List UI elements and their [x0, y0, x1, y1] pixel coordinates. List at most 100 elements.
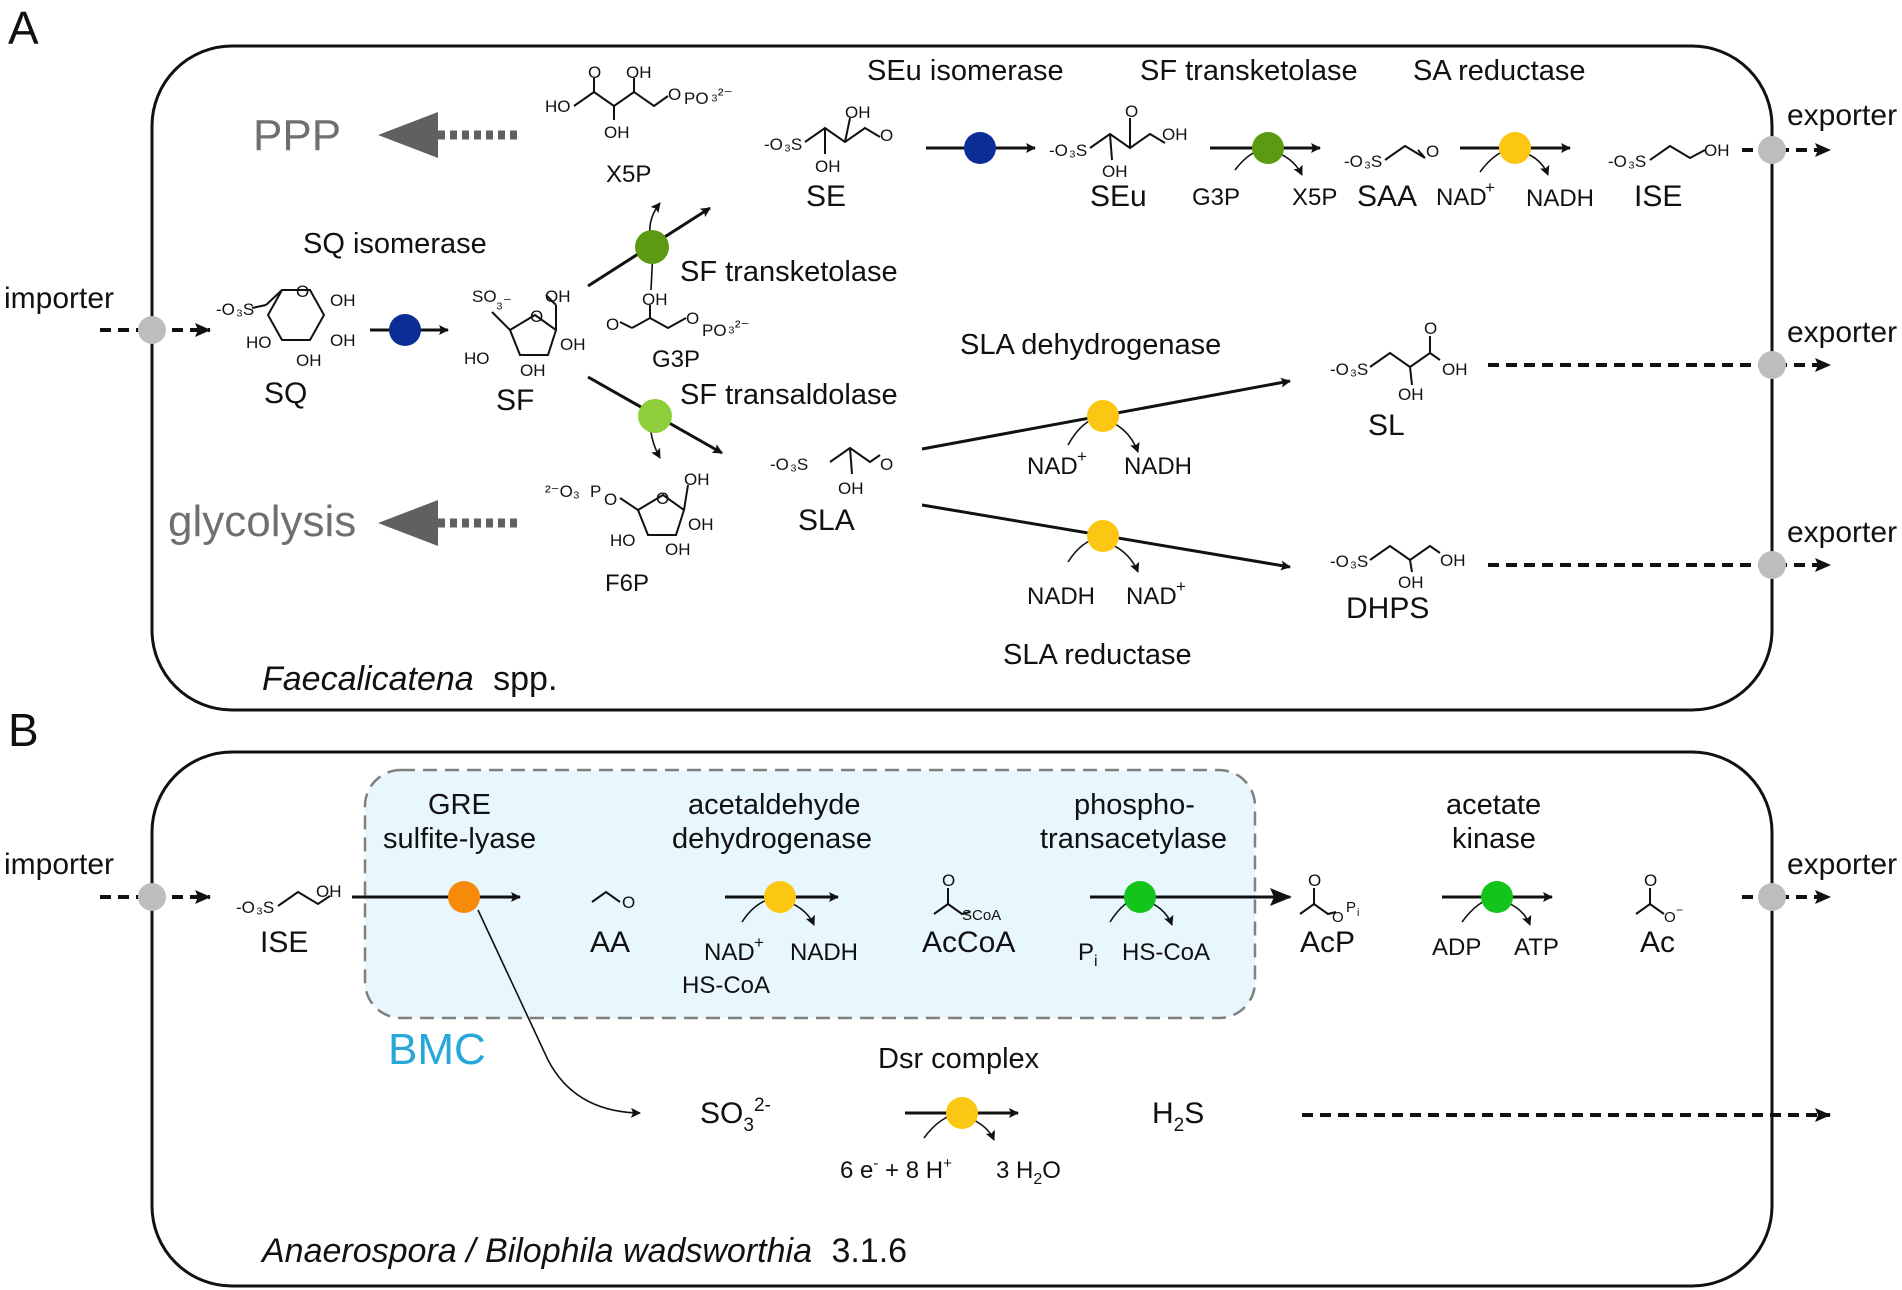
ise-structure-b: -O ₃S OH: [236, 882, 342, 917]
sla-reductase-label: SLA reductase: [1003, 639, 1192, 671]
svg-text:-O: -O: [1330, 552, 1349, 571]
pta-pi-cofactor: Pi: [1078, 939, 1098, 970]
sa-reductase-label: SA reductase: [1413, 55, 1586, 87]
bmc-compartment: [363, 768, 1257, 1020]
svg-text:₃S: ₃S: [236, 300, 254, 319]
ack-atp-cofactor: ATP: [1514, 934, 1559, 961]
bmc-label: BMC: [388, 1025, 486, 1074]
dsr-water-cofactor: 3 H2O: [996, 1157, 1061, 1188]
ise-compound-a: ISE: [1634, 180, 1682, 213]
gre-label-2: sulfite-lyase: [383, 823, 536, 855]
svg-text:OH: OH: [1442, 360, 1468, 379]
sf-transketolase-label: SF transketolase: [680, 256, 898, 288]
ack-adp-cofactor: ADP: [1432, 934, 1481, 961]
sq-isomerase-node: [389, 314, 421, 346]
g3p-structure: O OH O PO ₃²⁻: [606, 290, 750, 340]
ald-nadh-cofactor: NADH: [790, 939, 858, 966]
pta-label-1: phospho-: [1074, 789, 1195, 821]
sq-structure: -O ₃S OH OH HO OH O: [216, 282, 356, 370]
svg-text:-O: -O: [1330, 360, 1349, 379]
ppp-label: PPP: [253, 111, 341, 160]
svg-text:O: O: [606, 315, 619, 334]
exporter-a2: [1758, 351, 1786, 379]
sla-compound: SLA: [798, 504, 855, 537]
seu-isomerase-label: SEu isomerase: [867, 55, 1064, 87]
sf-transketolase-node: [635, 230, 669, 264]
seu-isomerase-node: [964, 132, 996, 164]
acp-compound: AcP: [1300, 926, 1355, 959]
gre-node: [448, 881, 480, 913]
accoa-structure: O SCoA: [933, 871, 1001, 924]
glycolysis-label: glycolysis: [168, 497, 356, 546]
svg-text:O: O: [530, 307, 543, 326]
svg-text:₃⁻: ₃⁻: [496, 293, 512, 312]
svg-text:O: O: [1125, 102, 1138, 121]
svg-text:O: O: [588, 63, 601, 82]
svg-text:O: O: [880, 126, 893, 145]
x5p-compound: X5P: [606, 161, 651, 188]
svg-text:OH: OH: [1704, 141, 1730, 160]
dsr-node: [946, 1097, 978, 1129]
svg-text:O: O: [1644, 871, 1657, 890]
ppp-arrow-head: [378, 112, 438, 158]
sla-dehydrogenase-node: [1087, 400, 1119, 432]
ald-hscoa-cofactor: HS-CoA: [682, 972, 770, 999]
svg-text:OH: OH: [330, 291, 356, 310]
svg-text:SCoA: SCoA: [962, 907, 1001, 924]
svg-text:−: −: [1676, 903, 1683, 917]
acp-structure: O O P i: [1299, 871, 1359, 926]
ac-structure: O O −: [1635, 871, 1683, 926]
svg-text:i: i: [1357, 907, 1359, 919]
svg-text:OH: OH: [838, 479, 864, 498]
pta-hscoa-cofactor: HS-CoA: [1122, 939, 1210, 966]
sa-nadh-cofactor: NADH: [1526, 185, 1594, 212]
svg-text:₃S: ₃S: [1350, 552, 1368, 571]
svg-text:-O: -O: [236, 898, 255, 917]
ise-structure-a: -O ₃S OH: [1608, 141, 1730, 171]
sl-structure: -O ₃S OH O OH: [1330, 319, 1468, 404]
organism-b: Anaerospora / Bilophila wadsworthia 3.1.…: [260, 1232, 907, 1270]
dsr-input-cofactors: 6 e- + 8 H+: [840, 1155, 952, 1184]
ald-label-2: dehydrogenase: [672, 823, 872, 855]
svg-text:₃S: ₃S: [1069, 141, 1087, 160]
svg-text:PO: PO: [684, 89, 709, 108]
sq-isomerase-label: SQ isomerase: [303, 228, 487, 260]
svg-text:OH: OH: [1398, 385, 1424, 404]
sf-transaldolase-label: SF transaldolase: [680, 379, 898, 411]
svg-text:OH: OH: [1398, 573, 1424, 592]
importer-label-b: importer: [4, 848, 114, 881]
ald-nad-cofactor: NAD: [704, 939, 755, 966]
organism-a: Faecalicatena spp.: [262, 660, 557, 698]
svg-text:O: O: [1424, 319, 1437, 338]
ack-label-1: acetate: [1446, 789, 1541, 821]
svg-text:HO: HO: [246, 333, 272, 352]
cell-membrane-b: [150, 750, 1774, 1288]
svg-text:²⁻O₃: ²⁻O₃: [545, 482, 580, 501]
ac-compound: Ac: [1640, 926, 1675, 959]
dhps-compound: DHPS: [1346, 592, 1429, 625]
svg-text:₃²⁻: ₃²⁻: [711, 85, 733, 104]
svg-text:O: O: [604, 490, 617, 509]
svg-text:OH: OH: [1102, 162, 1128, 181]
panel-a-label: A: [8, 2, 39, 54]
saa-structure: -O ₃S O: [1344, 142, 1439, 171]
sa-nad-cofactor: NAD: [1436, 184, 1487, 211]
seu-compound: SEu: [1090, 180, 1147, 213]
svg-text:O: O: [1426, 142, 1439, 161]
svg-text:OH: OH: [626, 63, 652, 82]
svg-text:SO: SO: [472, 287, 497, 306]
svg-text:-O: -O: [216, 300, 235, 319]
sf-structure: SO ₃⁻ OH OH HO OH O: [464, 287, 586, 380]
gre-label-1: GRE: [428, 789, 491, 821]
sq-compound: SQ: [264, 377, 307, 410]
exporter-label-a2: exporter: [1787, 316, 1897, 349]
sl-compound: SL: [1368, 409, 1405, 442]
svg-text:OH: OH: [296, 351, 322, 370]
x5p-cofactor: X5P: [1292, 184, 1337, 211]
svg-text:O: O: [656, 489, 669, 508]
svg-text:O: O: [1308, 871, 1321, 890]
svg-text:OH: OH: [1162, 125, 1188, 144]
svg-text:O: O: [1664, 909, 1676, 926]
dsr-label: Dsr complex: [878, 1043, 1040, 1075]
